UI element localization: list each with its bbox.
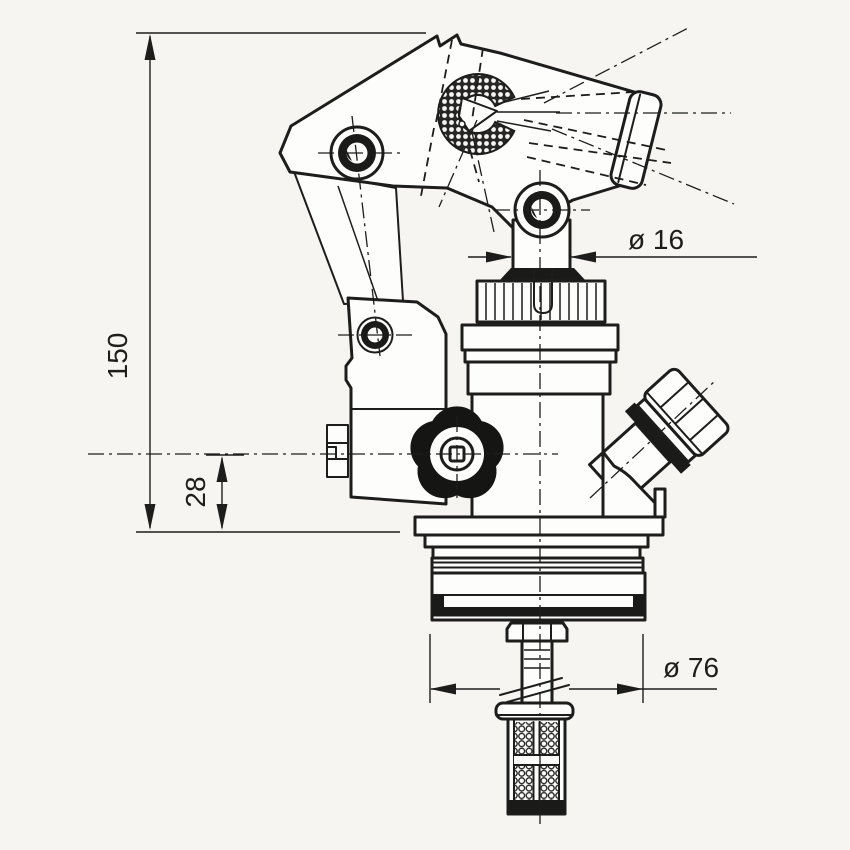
inlet-fitting xyxy=(326,424,349,478)
dimension-150: 150 xyxy=(102,32,426,533)
detent-plate xyxy=(437,73,516,156)
lever-alt-position-outline xyxy=(520,91,635,100)
groove-ring xyxy=(430,556,645,575)
arrow-right-icon xyxy=(486,251,512,263)
detent-pointer xyxy=(458,97,498,132)
dimension-dia76: ø 76 xyxy=(429,634,719,703)
hidden-lines xyxy=(419,39,672,202)
outlet-locknut xyxy=(624,402,691,474)
filter-cap xyxy=(494,701,575,721)
base-assembly xyxy=(413,515,665,622)
keyway-slot xyxy=(533,268,553,314)
flange-tab xyxy=(653,487,667,519)
lever-arm xyxy=(292,168,404,305)
detent-fan-lines xyxy=(496,90,560,132)
knurled-ring-nut xyxy=(475,268,607,324)
base-flange xyxy=(413,515,665,537)
lever-grip-cap xyxy=(609,90,663,190)
dimension-28: 28 xyxy=(180,454,244,530)
chamfer-band xyxy=(499,268,586,281)
dim-overall-height-label: 150 xyxy=(102,333,133,380)
arrow-left-icon xyxy=(570,251,596,263)
dim-stem-diameter-label: ø 16 xyxy=(628,224,684,255)
lever-position-up-centerline xyxy=(543,26,691,104)
arrow-right-icon xyxy=(617,683,643,695)
lever-position-down-centerline xyxy=(551,128,735,205)
centerlines xyxy=(88,26,735,824)
threaded-stem xyxy=(499,639,570,707)
arrow-down-icon xyxy=(144,504,156,530)
hex-nut xyxy=(505,621,569,643)
arrow-up-icon xyxy=(144,34,156,60)
arrow-left-icon xyxy=(430,683,456,695)
dim-body-diameter-label: ø 76 xyxy=(663,652,719,683)
dim-inlet-axis-label: 28 xyxy=(180,476,211,507)
dimension-dia16: ø 16 xyxy=(468,224,757,263)
arrow-down-icon xyxy=(216,504,228,530)
filter-screen xyxy=(494,701,575,816)
pivot-bolt xyxy=(523,191,561,229)
arrow-up-icon xyxy=(216,456,228,482)
break-lines xyxy=(499,677,570,703)
